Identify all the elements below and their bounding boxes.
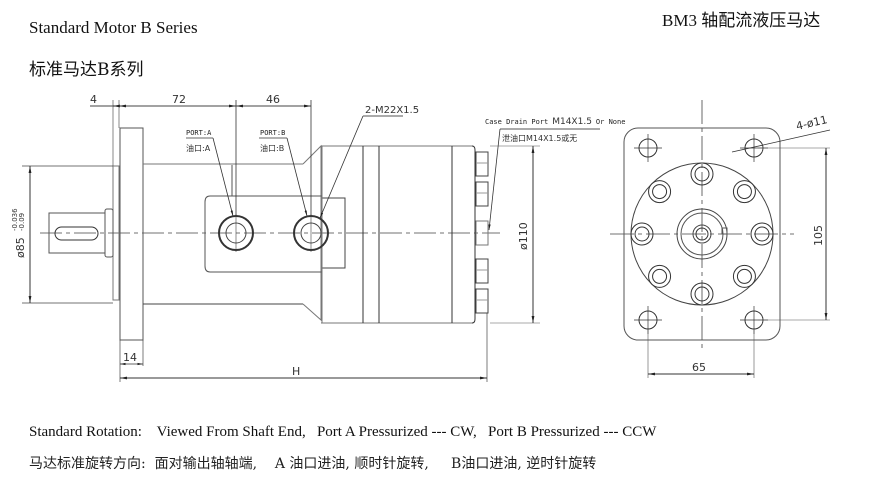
body-bolt-circle	[690, 162, 714, 186]
case-drain-thread: M14X1.5	[552, 117, 592, 127]
dim-port-spacing: 46	[266, 93, 280, 106]
case-drain-label-en: Case Drain Port M14X1.5 Or None	[485, 111, 625, 128]
body-bolt-circle	[652, 184, 668, 200]
body-bolt-circle	[634, 226, 650, 242]
side-view	[22, 100, 600, 382]
end-cap-bolts	[475, 151, 489, 314]
body-bolt-circle	[652, 268, 668, 284]
port-a-label-en: PORT:A	[186, 129, 212, 137]
dim-vertical-spacing-group: 105	[812, 225, 825, 246]
dim-flange-thickness: 14	[123, 351, 137, 364]
dim-horizontal-spacing: 65	[692, 361, 706, 374]
dim-flange-offset: 4	[90, 93, 97, 106]
case-drain-prefix: Case Drain Port	[485, 118, 548, 126]
shaft-keyway	[54, 226, 99, 241]
rotation-note-english: Standard Rotation: Viewed From Shaft End…	[29, 424, 657, 440]
body-bolts	[630, 162, 774, 306]
dim-pilot-diameter: ø85	[14, 237, 27, 258]
body-bolt-circle	[690, 282, 714, 306]
body-bolt-circle	[630, 222, 654, 246]
rotation-note-chinese: 马达标准旋转方向: 面对输出轴轴端, A 油口进油, 顺时针旋转, B油口进油,…	[29, 456, 597, 472]
body-bolt-circle	[694, 166, 710, 182]
dim-pilot-tol-lower: -0.09	[18, 213, 26, 231]
shaft-end-inner	[695, 227, 709, 241]
dim-pilot-tol-upper: -0.036	[11, 208, 19, 231]
port-thread-label: 2-M22X1.5	[365, 105, 419, 116]
title-chinese: 标准马达B系列	[29, 60, 144, 80]
model-title: BM3 轴配流液压马达	[662, 11, 821, 30]
body-bolt-circle	[732, 264, 756, 288]
mounting-flange	[119, 127, 144, 341]
case-drain-label-cn: 泄油口M14X1.5或无	[502, 133, 577, 143]
dim-body-diameter: ø110	[517, 222, 530, 250]
dim-body-diameter-group: ø110	[517, 222, 530, 250]
dim-pilot-diameter-group: ø85 -0.036 -0.09	[11, 208, 27, 258]
dim-vertical-spacing: 105	[812, 225, 825, 246]
body-bolt-circle	[648, 180, 672, 204]
body-bolt-circle	[732, 180, 756, 204]
end-plate	[623, 127, 781, 341]
case-drain-suffix: Or None	[596, 118, 626, 126]
port-block	[204, 195, 323, 273]
dim-overall-length: H	[292, 365, 300, 378]
dim-port-a-distance: 72	[172, 93, 186, 106]
body-bolt-circle	[648, 264, 672, 288]
port-b-label-cn: 油口:B	[260, 143, 284, 153]
body-bolt-circle	[736, 268, 752, 284]
title-english: Standard Motor B Series	[29, 18, 198, 37]
end-view	[610, 100, 831, 378]
body-bolt-circle	[736, 184, 752, 200]
shaft-shoulder	[104, 208, 114, 258]
port-b-label-en: PORT:B	[260, 129, 285, 137]
body-bolt-circle	[750, 222, 774, 246]
port-a-label-cn: 油口:A	[186, 143, 211, 153]
dim-bolt-holes: 4-ø11	[795, 113, 829, 133]
body-bolt-circle	[754, 226, 770, 242]
body-bolt-circle	[694, 286, 710, 302]
shaft-end-outer	[692, 224, 712, 244]
